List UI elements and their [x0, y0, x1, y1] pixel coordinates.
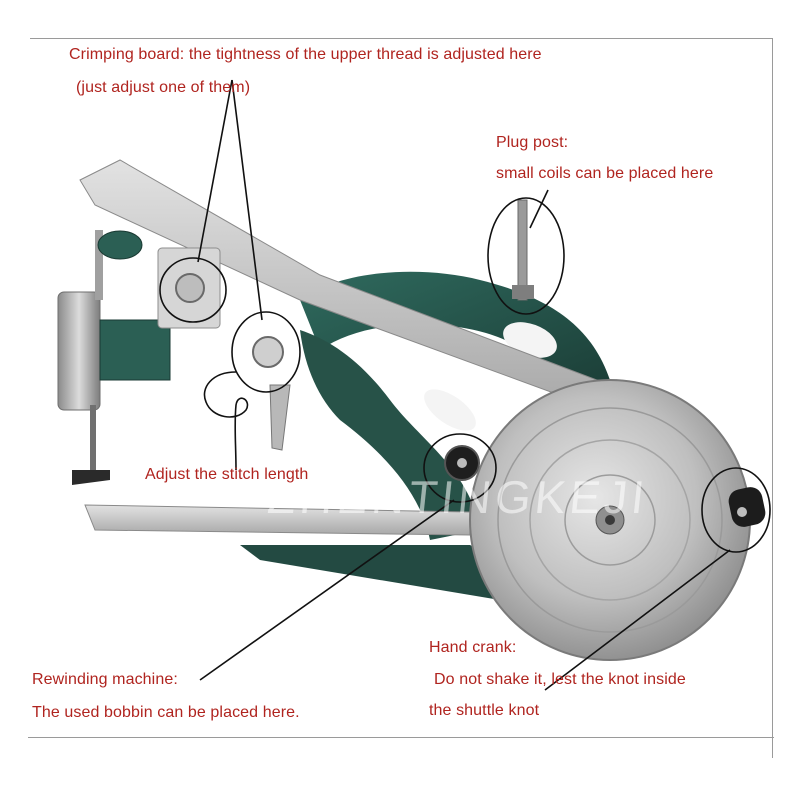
- needle-bar: [90, 405, 96, 480]
- hand-crank-warning: Do not shake it, lest the knot inside: [434, 671, 686, 688]
- rewinding-machine-note: The used bobbin can be placed here.: [32, 704, 300, 721]
- hand-crank-warning-cont: the shuttle knot: [429, 702, 540, 719]
- scribble-stitch-length: [203, 371, 249, 471]
- hand-crank-title: Hand crank:: [429, 639, 517, 656]
- green-arm-hole: [503, 322, 557, 358]
- bottom-frame-line: [28, 737, 774, 738]
- circle-bobbin-winder: [423, 433, 497, 503]
- tension-knob-lower: [252, 336, 284, 368]
- top-spool-wheel: [97, 230, 143, 260]
- head-plate: [99, 319, 171, 381]
- top-frame-line: [30, 38, 772, 39]
- leader-hand-crank: [544, 549, 731, 691]
- stitch-length-lever: [269, 384, 291, 451]
- stitch-length-label: Adjust the stitch length: [145, 466, 309, 483]
- crank-handle: [728, 487, 766, 527]
- presser-foot: [72, 470, 110, 485]
- plug-post-note: small coils can be placed here: [496, 165, 714, 182]
- plug-post-title: Plug post:: [496, 134, 569, 151]
- spool-pin-top: [95, 230, 103, 300]
- crimping-board-note: (just adjust one of them): [76, 79, 251, 96]
- plug-post-base: [512, 285, 534, 299]
- leader-rewinding: [199, 499, 455, 681]
- green-column-hole: [424, 389, 476, 431]
- circle-plug-post: [487, 197, 565, 315]
- leader-crimping-1: [197, 79, 233, 263]
- tension-knob-upper: [175, 273, 205, 303]
- leader-crimping-2: [231, 79, 263, 321]
- circle-crank: [701, 467, 771, 553]
- crimping-board-title: Crimping board: the tightness of the upp…: [69, 46, 542, 63]
- rewinding-machine-title: Rewinding machine:: [32, 671, 178, 688]
- machine-green-base: [240, 545, 504, 600]
- circle-tension-lower: [231, 311, 301, 393]
- machine-green-column: [300, 330, 480, 540]
- circle-tension-upper: [159, 257, 227, 323]
- head-cylinder: [57, 291, 101, 411]
- plug-post-rod: [517, 199, 528, 301]
- leader-plug-post: [529, 189, 549, 229]
- annotation-ink: [159, 79, 771, 691]
- right-frame-line: [772, 38, 773, 758]
- watermark: ZHENTINGKEJI: [265, 471, 651, 523]
